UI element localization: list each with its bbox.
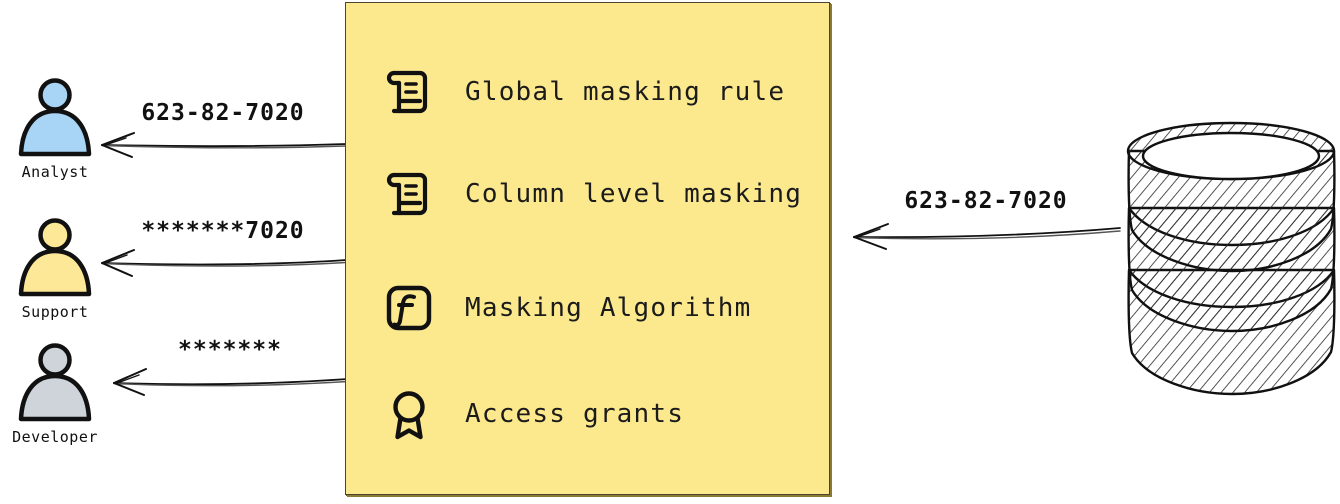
- database-cylinder-icon: [1122, 118, 1340, 404]
- policy-item-access-grants[interactable]: Access grants: [381, 381, 684, 447]
- policy-item-label: Global masking rule: [465, 77, 786, 107]
- flow-to-developer: *******: [110, 337, 350, 399]
- user-icon: [18, 78, 92, 157]
- actor-label: Developer: [12, 428, 98, 446]
- actor-support: Support: [0, 218, 110, 320]
- actor-label: Support: [21, 303, 89, 321]
- scroll-icon: [381, 64, 437, 120]
- arrow-left-icon: [853, 223, 1121, 250]
- policy-item-list: Global masking rule Column level masking: [346, 3, 829, 494]
- user-icon: [18, 218, 92, 297]
- arrow-left-icon: [113, 368, 349, 396]
- flow-value-database: 623-82-7020: [904, 188, 1068, 214]
- flow-value-support: *******7020: [141, 218, 305, 244]
- policy-item-global-masking-rule[interactable]: Global masking rule: [381, 59, 785, 125]
- policy-item-label: Access grants: [465, 399, 685, 429]
- user-icon: [18, 343, 92, 422]
- policy-item-label: Column level masking: [465, 179, 803, 209]
- policy-panel: Global masking rule Column level masking: [345, 2, 830, 495]
- flow-from-database: 623-82-7020: [850, 188, 1122, 250]
- function-icon: [381, 280, 437, 336]
- flow-to-analyst: 623-82-7020: [98, 100, 348, 162]
- actor-label: Analyst: [21, 163, 89, 181]
- arrow-left-icon: [101, 132, 347, 158]
- actor-analyst: Analyst: [0, 78, 110, 180]
- flow-value-developer: *******: [178, 337, 282, 363]
- scroll-icon: [381, 166, 437, 222]
- flow-value-analyst: 623-82-7020: [141, 100, 305, 126]
- policy-item-label: Masking Algorithm: [465, 293, 752, 323]
- flow-to-support: *******7020: [98, 218, 348, 280]
- arrow-left-icon: [101, 249, 347, 277]
- actor-developer: Developer: [0, 343, 110, 445]
- policy-item-masking-algorithm[interactable]: Masking Algorithm: [381, 275, 752, 341]
- policy-item-column-level-masking[interactable]: Column level masking: [381, 161, 802, 227]
- award-ribbon-icon: [381, 386, 437, 442]
